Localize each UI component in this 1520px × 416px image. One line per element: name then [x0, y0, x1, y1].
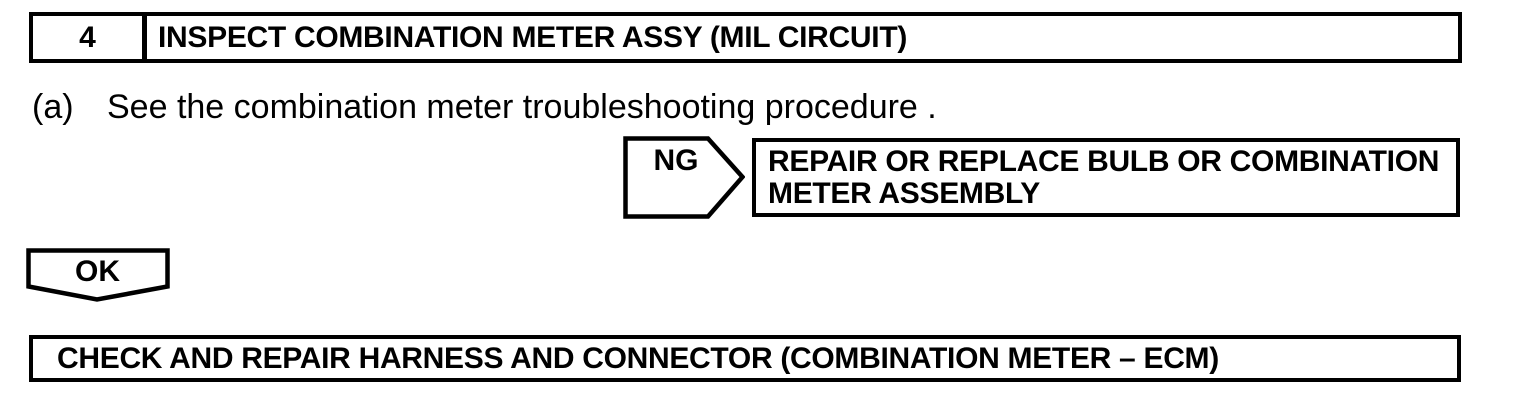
ng-connector: NG	[623, 136, 745, 219]
ng-action-line-1: REPAIR OR REPLACE BULB OR COMBINATION	[768, 144, 1440, 178]
ok-connector-label: OK	[75, 255, 120, 288]
step-title: INSPECT COMBINATION METER ASSY (MIL CIRC…	[158, 20, 908, 54]
instruction-label: (a)	[32, 88, 74, 126]
ng-action-line-2: METER ASSEMBLY	[768, 176, 1040, 210]
step-title-cell: INSPECT COMBINATION METER ASSY (MIL CIRC…	[147, 16, 1458, 59]
ok-action-text: CHECK AND REPAIR HARNESS AND CONNECTOR (…	[57, 341, 1219, 375]
ok-chevron-shape	[26, 248, 170, 302]
ng-connector-label: NG	[653, 144, 699, 177]
step-header: 4 INSPECT COMBINATION METER ASSY (MIL CI…	[29, 12, 1462, 63]
instruction-step-a: (a) See the combination meter troublesho…	[0, 87, 1520, 127]
step-number-cell: 4	[33, 16, 147, 59]
step-number: 4	[79, 20, 96, 54]
ng-pentagon-shape	[623, 136, 745, 219]
ok-action-box: CHECK AND REPAIR HARNESS AND CONNECTOR (…	[29, 335, 1461, 382]
ok-connector: OK	[26, 248, 171, 303]
ng-action-box: REPAIR OR REPLACE BULB OR COMBINATION ME…	[752, 138, 1460, 217]
instruction-text: See the combination meter troubleshootin…	[107, 88, 937, 126]
